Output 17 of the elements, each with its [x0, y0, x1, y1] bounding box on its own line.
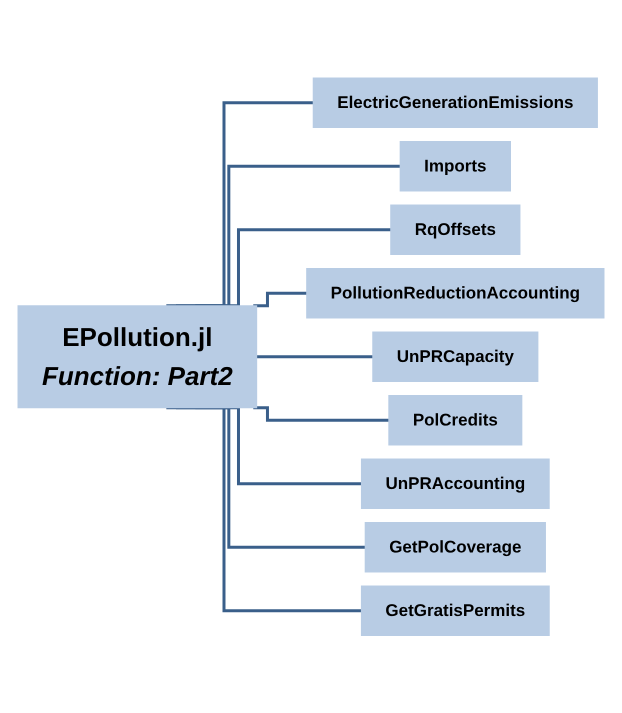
node-box: EPollution.jl Function: Part2 — [18, 305, 258, 408]
node-box: GetPolCoverage — [364, 522, 546, 572]
connector — [253, 292, 307, 307]
connector — [176, 164, 400, 307]
node-box: GetGratisPermits — [360, 585, 550, 636]
connector — [166, 101, 314, 307]
connector — [195, 228, 391, 307]
node-box: Imports — [400, 140, 511, 192]
connector — [256, 355, 373, 358]
node-box: ElectricGenerationEmissions — [312, 77, 598, 128]
node-box: UnPRCapacity — [372, 331, 538, 382]
node-box: PolCredits — [388, 394, 522, 446]
connector — [166, 406, 362, 612]
node-box: PollutionReductionAccounting — [306, 268, 604, 318]
node-box: UnPRAccounting — [360, 458, 550, 509]
connector — [253, 406, 389, 422]
node-box: RqOffsets — [390, 204, 520, 255]
